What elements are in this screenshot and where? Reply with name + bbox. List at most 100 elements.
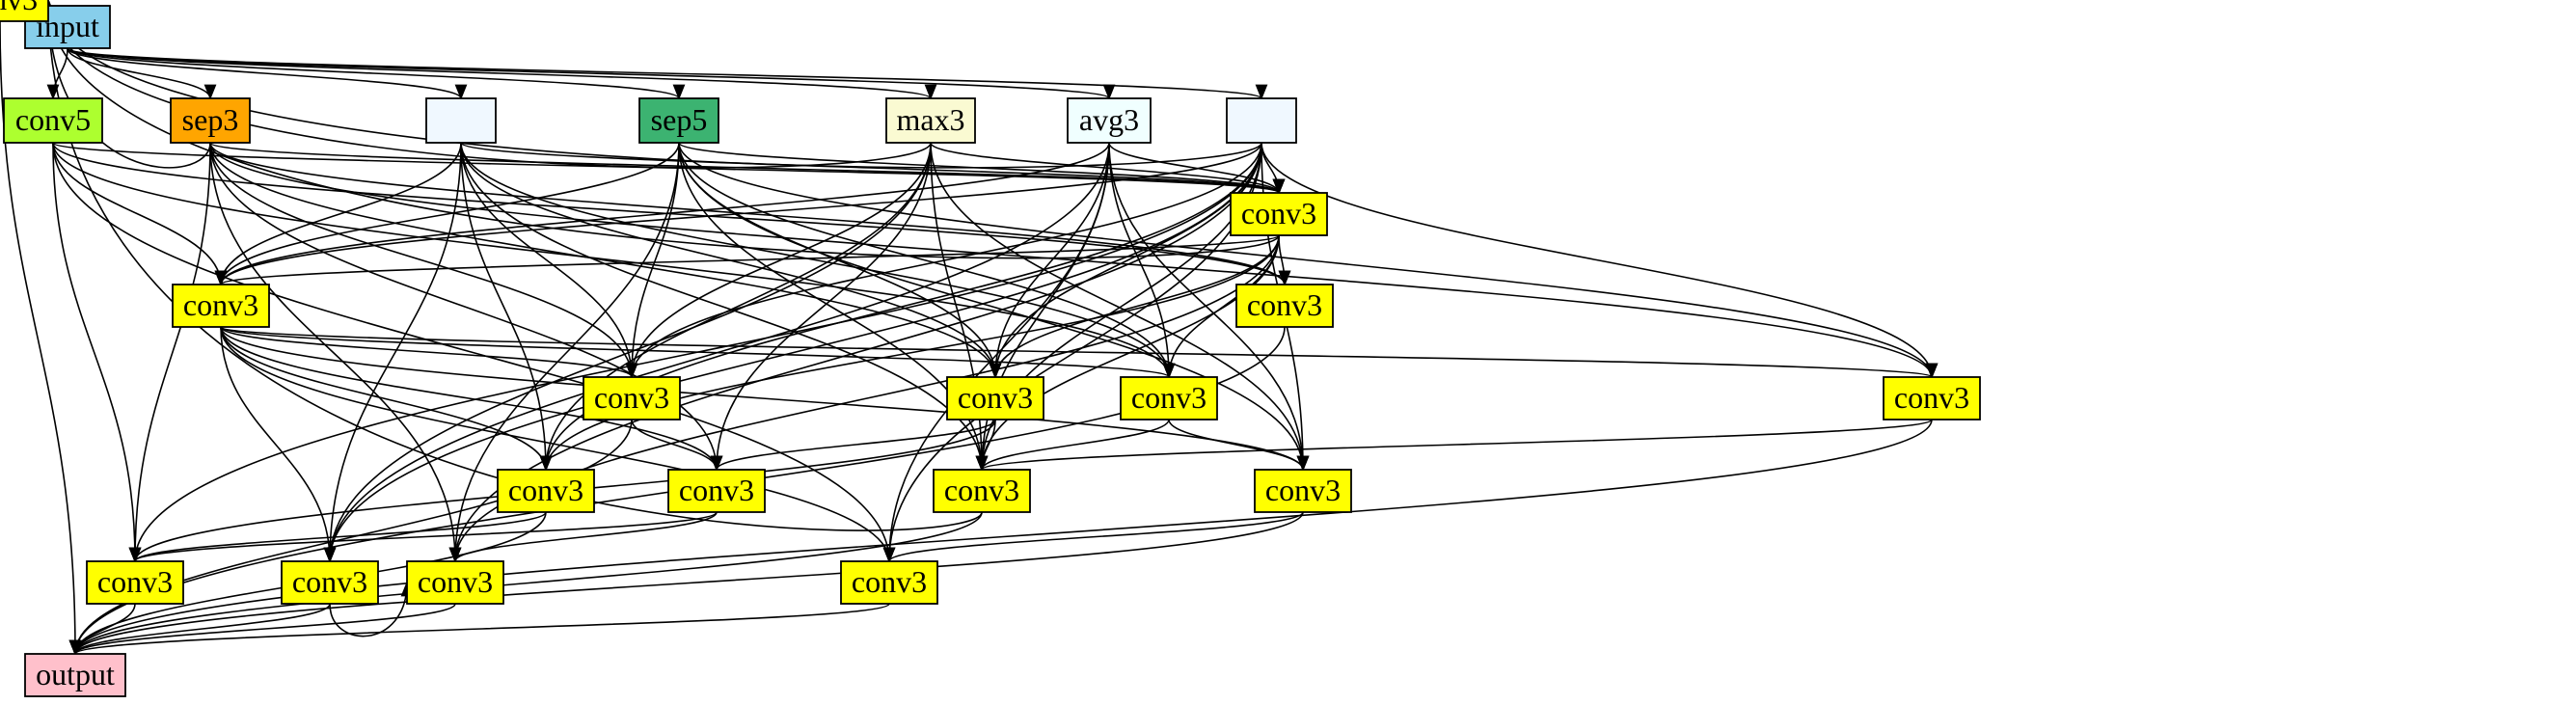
node-sep3-label: sep3 (182, 102, 239, 137)
edge-avg3-to-c15 (882, 142, 1110, 563)
edge-avg3-to-c1 (1108, 142, 1286, 195)
edge-sep3-to-c5 (209, 142, 1002, 379)
edge-blank2-to-c8 (539, 142, 1262, 472)
node-c10-box (933, 469, 1031, 513)
edge-c1-to-c16 (41, 0, 1280, 259)
node-c9-box (667, 469, 766, 513)
node-c6-box (1120, 376, 1218, 420)
node-blank2 (1226, 97, 1297, 144)
node-c2-label: conv3 (183, 287, 258, 322)
node-c3-label: conv3 (1247, 287, 1322, 322)
edge-c14-to-output (68, 603, 456, 656)
edge-input-to-conv5 (46, 47, 68, 100)
node-c16: conv3 (0, 0, 49, 22)
node-c14-box (406, 560, 504, 605)
edge-c2-to-c4 (220, 326, 638, 379)
node-c12-label: conv3 (97, 564, 173, 599)
node-sep5: sep5 (638, 97, 719, 144)
node-c9-label: conv3 (679, 473, 754, 507)
node-blank2-box (1226, 97, 1297, 144)
node-c10-label: conv3 (944, 473, 1019, 507)
edge-c2-to-c8 (220, 326, 553, 472)
edge-c2-to-c6 (220, 326, 1175, 379)
node-blank1-box (425, 97, 497, 144)
node-c8-box (497, 469, 595, 513)
edge-blank1-to-c13 (323, 142, 462, 563)
node-c10: conv3 (933, 469, 1031, 513)
node-c1: conv3 (1230, 192, 1328, 236)
edge-c9-to-c12 (128, 511, 718, 563)
node-conv5: conv5 (3, 97, 103, 144)
edge-blank1-to-c2 (214, 142, 462, 286)
node-c9: conv3 (667, 469, 766, 513)
node-sep5-label: sep5 (651, 102, 708, 137)
edge-c13-to-c14 (329, 581, 414, 637)
edge-c6-to-c10 (975, 419, 1170, 472)
edge-c2-to-c11 (220, 326, 1310, 472)
edge-blank2-to-c16 (41, 0, 1262, 169)
node-c15: conv3 (840, 560, 938, 605)
node-c11-label: conv3 (1265, 473, 1341, 507)
edge-avg3-to-c5 (989, 142, 1110, 379)
edge-max3-to-c4 (625, 142, 932, 379)
node-max3-box (885, 97, 976, 144)
node-c15-box (840, 560, 938, 605)
edge-max3-to-c11 (930, 142, 1310, 472)
node-c13-label: conv3 (292, 564, 367, 599)
edge-sep5-to-c14 (448, 142, 680, 563)
edge-sep5-to-c10 (678, 142, 989, 472)
edge-c13-to-output (68, 603, 331, 656)
node-c5-label: conv3 (958, 380, 1033, 415)
node-output-box (24, 653, 126, 697)
node-sep3: sep3 (170, 97, 251, 144)
node-c3: conv3 (1235, 284, 1334, 328)
edge-c1-to-c8 (539, 234, 1280, 472)
edge-blank2-to-c2 (214, 142, 1262, 286)
node-c5: conv3 (946, 376, 1044, 420)
edge-sep5-to-c4 (625, 142, 680, 379)
edge-c2-to-c7 (220, 326, 1938, 379)
node-c14-label: conv3 (418, 564, 493, 599)
edge-c5-to-c9 (710, 419, 996, 472)
node-c7-box (1883, 376, 1981, 420)
edge-input-to-sep5 (67, 47, 686, 100)
edge-c11-to-c15 (882, 511, 1304, 563)
node-c7-label: conv3 (1894, 380, 1969, 415)
edge-c2-to-c13 (220, 326, 337, 563)
node-c6: conv3 (1120, 376, 1218, 420)
edge-input-to-sep3 (67, 47, 217, 100)
edge-blank2-to-c10 (975, 142, 1262, 472)
edge-conv5-to-c2 (52, 142, 228, 286)
node-c16-label: conv3 (0, 0, 38, 16)
edge-input-to-blank1 (67, 47, 468, 100)
edge-c8-to-c12 (128, 511, 547, 563)
node-avg3: avg3 (1067, 97, 1152, 144)
node-c12: conv3 (86, 560, 184, 605)
edge-max3-to-c16 (41, 0, 932, 169)
node-avg3-label: avg3 (1079, 102, 1139, 137)
edge-blank1-to-c8 (460, 142, 553, 472)
node-c4: conv3 (583, 376, 681, 420)
edge-blank1-to-c4 (460, 142, 638, 379)
node-c1-box (1230, 192, 1328, 236)
edge-c11-to-output (68, 511, 1304, 656)
node-c13: conv3 (281, 560, 379, 605)
node-c5-box (946, 376, 1044, 420)
node-c2: conv3 (172, 284, 270, 328)
node-c13-box (281, 560, 379, 605)
edge-c7-to-c10 (976, 419, 1933, 472)
node-c11-box (1254, 469, 1352, 513)
edge-c10-to-output (68, 511, 983, 656)
node-c11: conv3 (1254, 469, 1352, 513)
node-c8: conv3 (497, 469, 595, 513)
node-c15-label: conv3 (852, 564, 927, 599)
node-sep3-box (170, 97, 251, 144)
edge-max3-to-c8 (539, 142, 932, 472)
edge-c9-to-c14 (448, 511, 718, 563)
edge-c6-to-c11 (1168, 419, 1310, 472)
edge-blank2-to-c7 (1261, 142, 1939, 379)
node-c12-box (86, 560, 184, 605)
edge-blank2-to-c4 (625, 142, 1262, 379)
